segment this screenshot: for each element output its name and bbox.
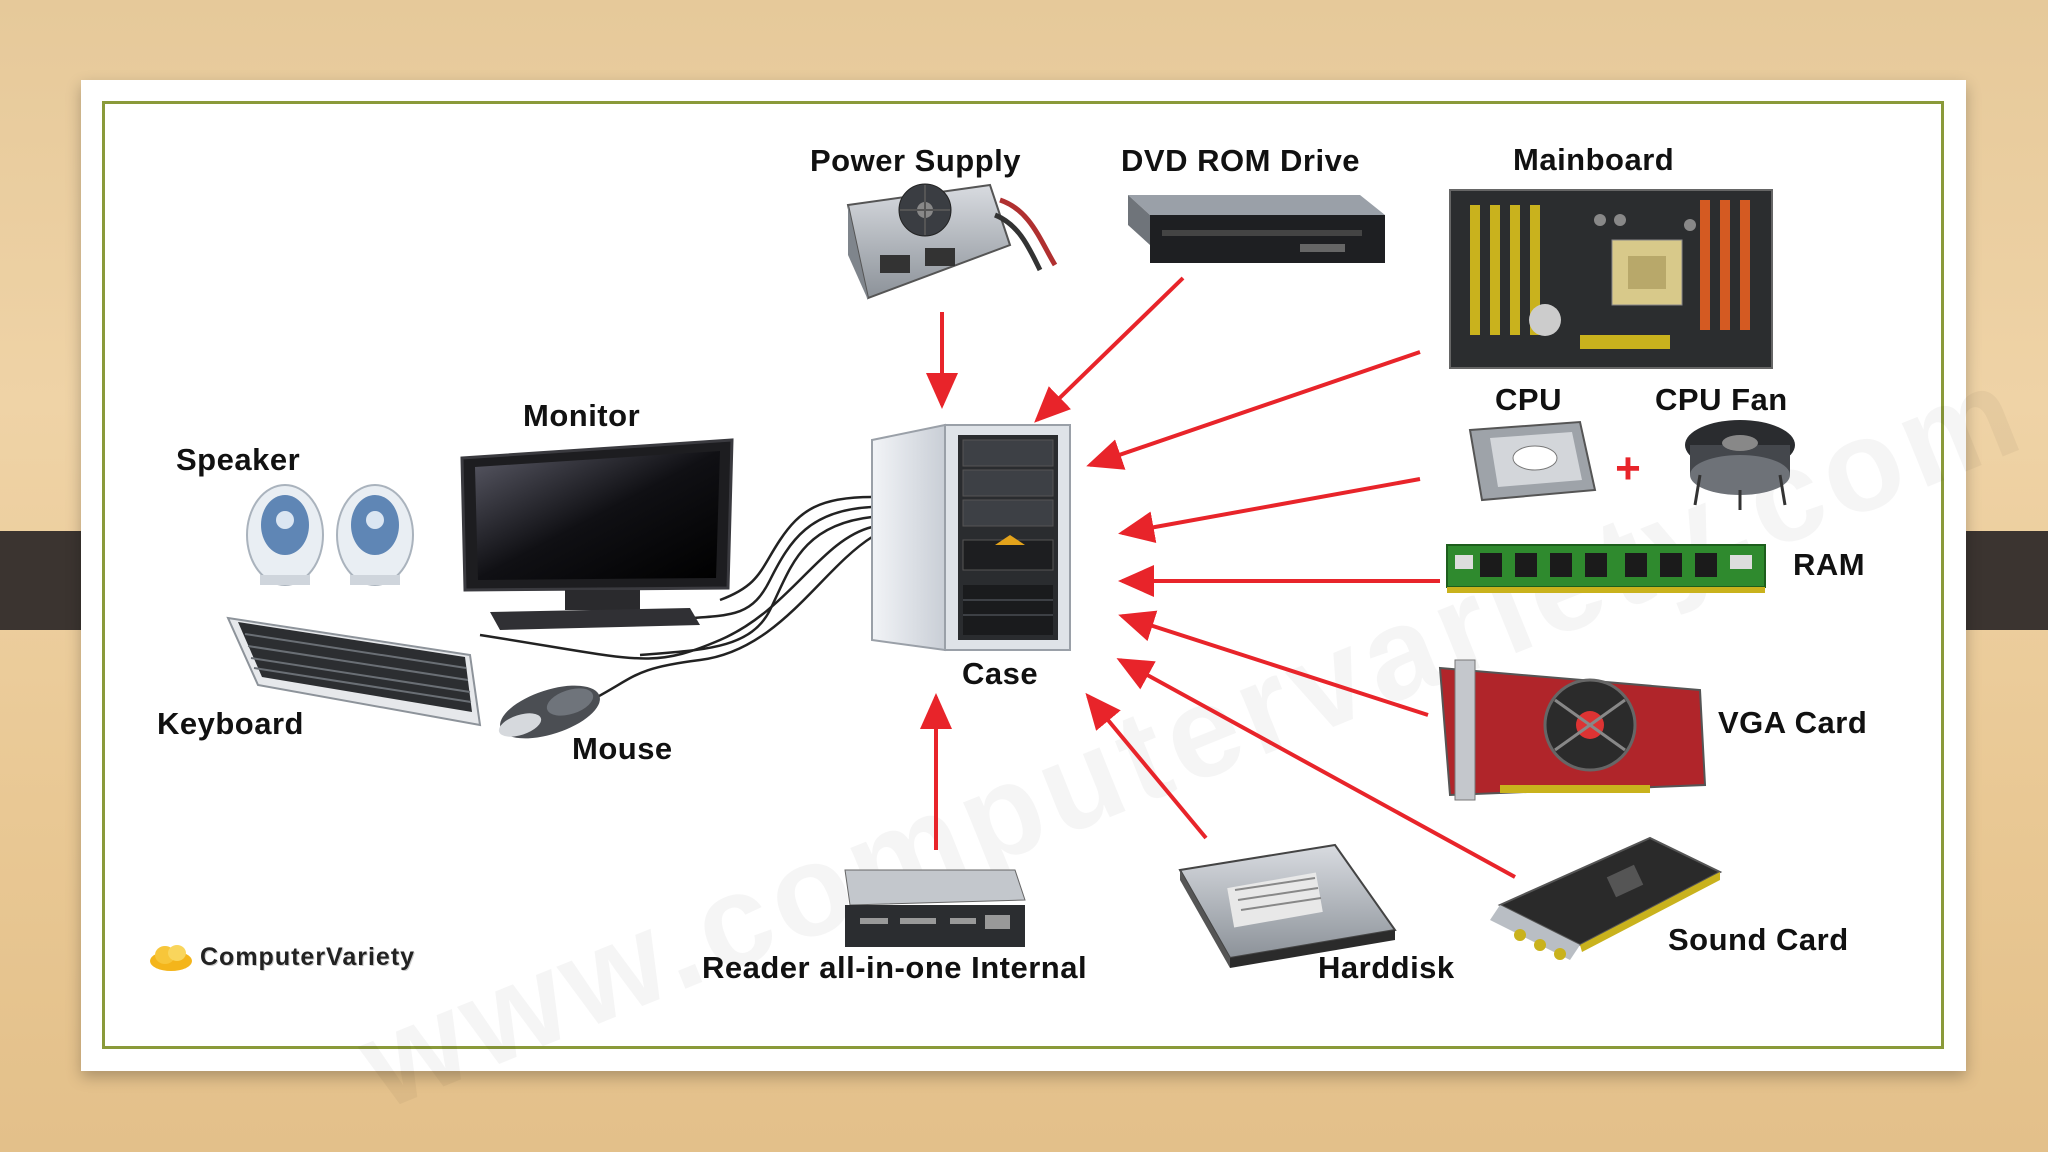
power-supply-icon bbox=[846, 183, 1058, 300]
label-dvd-rom-drive: DVD ROM Drive bbox=[1121, 143, 1361, 178]
plus-sign: + bbox=[1615, 444, 1641, 493]
dvd-rom-drive-icon bbox=[1128, 195, 1385, 263]
label-reader: Reader all-in-one Internal bbox=[702, 950, 1088, 985]
logo-text: ComputerVariety bbox=[200, 942, 416, 971]
label-vga-card: VGA Card bbox=[1718, 705, 1868, 740]
cables bbox=[479, 495, 873, 717]
slide-frame bbox=[102, 101, 1944, 1049]
arrow-cpu bbox=[1118, 477, 1421, 544]
cloud-logo-icon bbox=[150, 945, 192, 971]
keyboard-icon bbox=[226, 616, 482, 727]
label-power-supply: Power Supply bbox=[810, 143, 1021, 178]
label-ram: RAM bbox=[1793, 547, 1866, 582]
label-speaker: Speaker bbox=[176, 442, 301, 477]
arrow-vga bbox=[1118, 610, 1429, 717]
card-reader-icon bbox=[844, 869, 1026, 947]
arrow-mainboard bbox=[1086, 350, 1421, 470]
harddisk-icon bbox=[1178, 843, 1397, 968]
arrow-sound bbox=[1116, 658, 1516, 879]
monitor-icon bbox=[460, 438, 734, 630]
case-icon bbox=[871, 423, 1071, 652]
label-harddisk: Harddisk bbox=[1318, 950, 1455, 985]
arrow-dvd-rom bbox=[1034, 276, 1185, 423]
cpu-icon bbox=[1468, 420, 1597, 502]
arrow-harddisk bbox=[1085, 692, 1208, 840]
ram-icon bbox=[1446, 544, 1766, 593]
label-mouse: Mouse bbox=[572, 731, 673, 766]
label-cpu-fan: CPU Fan bbox=[1655, 382, 1788, 417]
speaker-icon bbox=[246, 484, 414, 586]
label-case: Case bbox=[962, 656, 1039, 691]
sound-card-icon bbox=[1490, 836, 1723, 960]
mouse-icon bbox=[498, 685, 600, 739]
label-mainboard: Mainboard bbox=[1513, 142, 1675, 177]
mainboard-icon bbox=[1449, 189, 1773, 369]
label-cpu: CPU bbox=[1495, 382, 1562, 417]
vga-card-icon bbox=[1438, 659, 1707, 801]
label-sound-card: Sound Card bbox=[1668, 922, 1849, 957]
computervariety-logo: ComputerVariety bbox=[148, 942, 415, 972]
cpu-fan-icon bbox=[1685, 420, 1795, 510]
arrows bbox=[920, 276, 1516, 879]
label-monitor: Monitor bbox=[523, 398, 641, 433]
label-keyboard: Keyboard bbox=[157, 706, 304, 741]
